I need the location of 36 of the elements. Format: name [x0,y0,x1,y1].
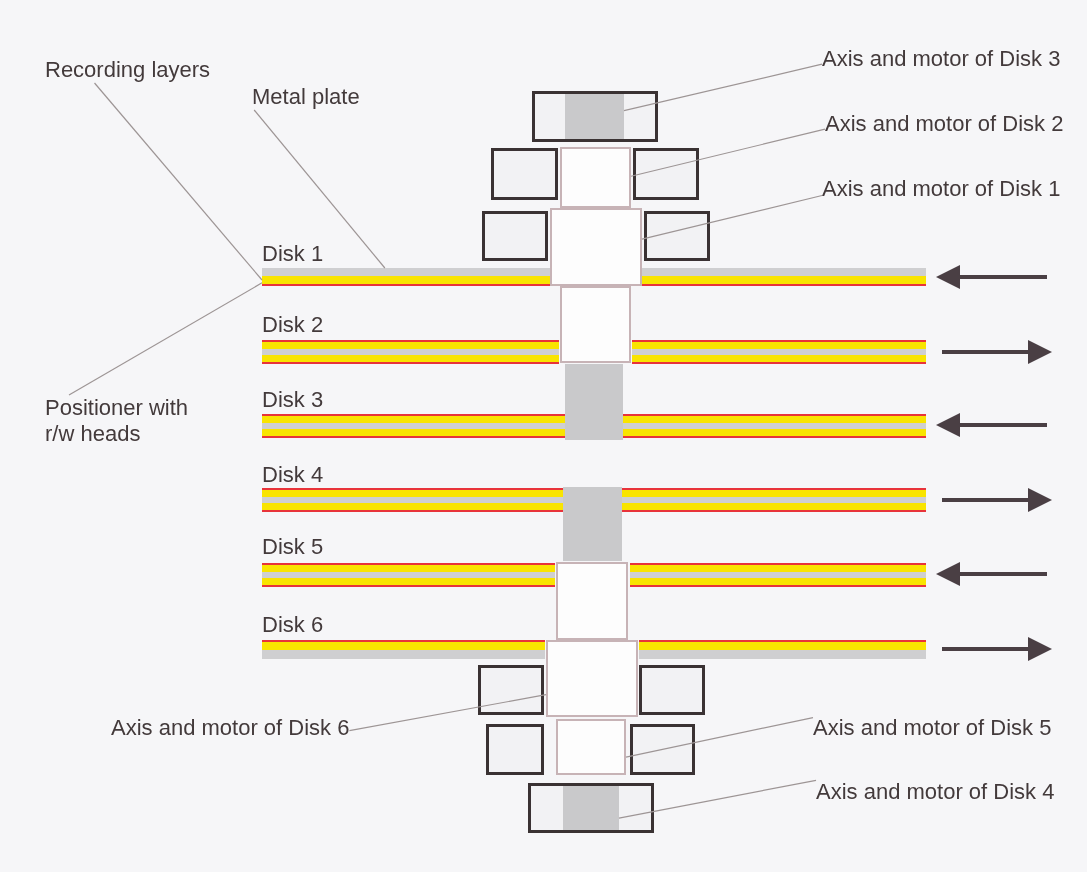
leader-line [618,779,817,819]
leader-line [348,694,547,732]
axis-hub [546,640,638,717]
axis-column [565,364,623,440]
disk-label: Disk 6 [262,612,324,638]
axis-column [565,94,624,139]
axis-column [560,286,631,363]
axis-column [560,147,631,208]
leader-line [623,63,823,112]
axis-column [563,786,619,830]
axis-column [563,487,622,561]
part-label: Metal plate [252,84,360,110]
axis-hub [556,719,626,775]
part-label: Axis and motor of Disk 5 [813,715,1052,741]
disk-label: Disk 2 [262,312,324,338]
part-label: Axis and motor of Disk 6 [111,715,350,741]
leader-line [68,282,263,396]
metal-plate-layer [262,268,926,276]
disk-label: Disk 5 [262,534,324,560]
leader-line [641,194,823,240]
disk-label: Disk 1 [262,241,324,267]
recording-layer [262,276,926,286]
part-label: Positioner with r/w heads [45,395,205,447]
part-label: Axis and motor of Disk 1 [822,176,1061,202]
leader-line [93,82,263,281]
axis-column [556,562,628,640]
disk-label: Disk 3 [262,387,324,413]
axis-hub [550,208,642,286]
leader-line [630,128,826,177]
leader-line [625,717,814,758]
part-label: Axis and motor of Disk 3 [822,46,1061,72]
part-label: Axis and motor of Disk 2 [825,111,1064,137]
part-label: Axis and motor of Disk 4 [816,779,1055,805]
disk-label: Disk 4 [262,462,324,488]
part-label: Recording layers [45,57,211,83]
leader-line [253,109,386,269]
